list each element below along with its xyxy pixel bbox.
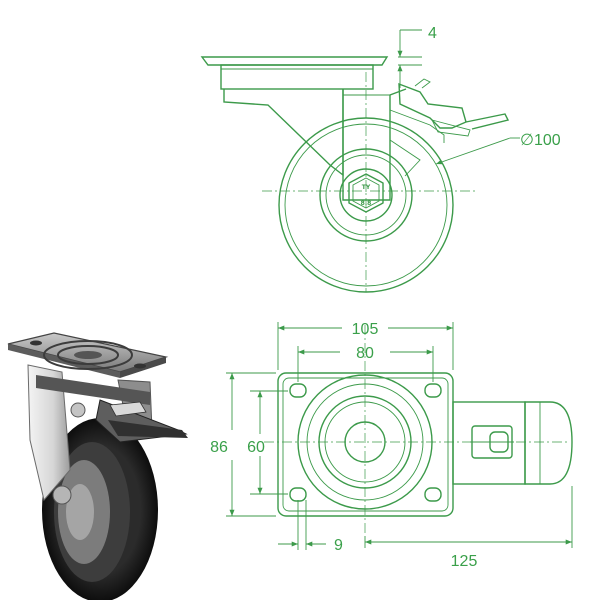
wheel-hub-ring <box>319 148 413 242</box>
dim-plate-thickness: 4 <box>428 25 437 42</box>
mounting-hole-tl <box>289 383 307 398</box>
dim-wheel-diameter: ∅100 <box>520 132 561 149</box>
kingpin <box>344 421 386 463</box>
brake-pedal <box>465 113 510 130</box>
wheel-tread-line <box>284 123 448 287</box>
swivel-head <box>220 64 374 90</box>
mounting-hole-br <box>424 487 442 502</box>
mounting-hole-bl <box>289 487 307 502</box>
side-view: TY 8.8 4 ∅100 <box>200 25 561 293</box>
fork-leg-outline <box>223 89 344 177</box>
mounting-hole-tr <box>424 383 442 398</box>
top-plate <box>200 56 389 66</box>
diameter-leader <box>435 137 511 165</box>
fork-body <box>342 88 407 201</box>
brake-lever <box>398 82 467 129</box>
hub-marking-top: TY <box>362 184 371 191</box>
swivel-ring-mid <box>318 395 412 489</box>
swivel-ring-outer <box>297 374 433 510</box>
axle-bolt <box>52 485 72 505</box>
wheel-outer <box>278 117 454 293</box>
hub-marking-bottom: 8.8 <box>361 200 372 207</box>
axle-nut <box>348 173 384 213</box>
wheel-tread-top <box>524 401 573 485</box>
caster-photo <box>7 332 188 600</box>
dim-offset-length: 125 <box>451 553 478 570</box>
wheel-bearing <box>339 168 393 222</box>
fork-leg <box>27 364 71 502</box>
dim-plate-width: 105 <box>352 321 379 338</box>
wheel-housing-top <box>452 401 526 485</box>
top-view: 105 80 86 60 9 125 <box>210 321 573 570</box>
dim-plate-depth: 86 <box>210 439 228 456</box>
dim-hole-size: 9 <box>334 537 343 554</box>
dim-hole-spacing-y: 60 <box>247 439 265 456</box>
dim-hole-spacing-x: 80 <box>356 345 374 362</box>
